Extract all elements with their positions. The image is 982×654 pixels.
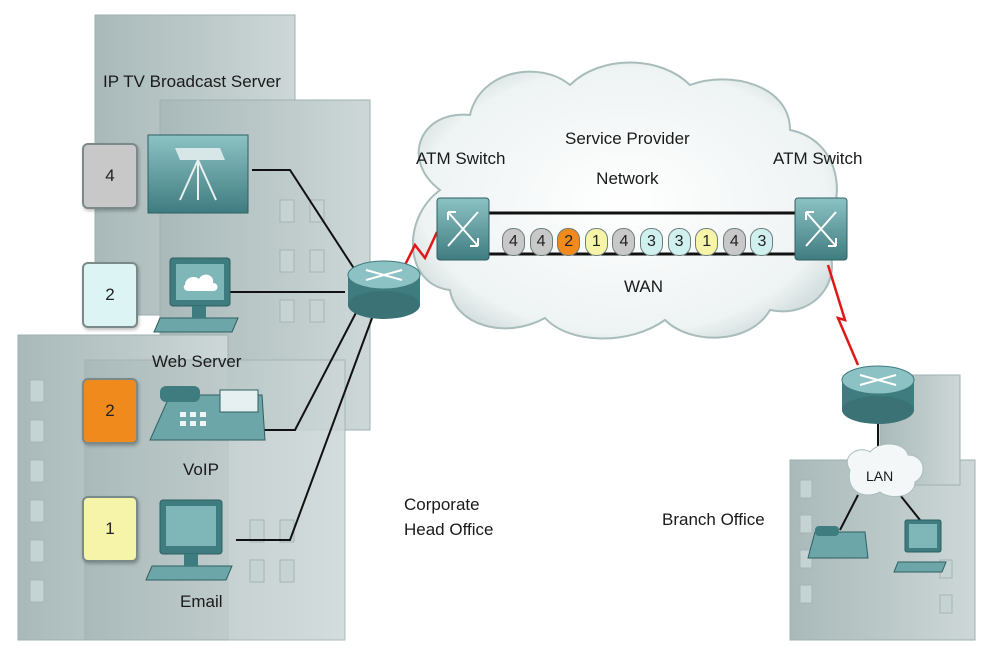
serial-link-right <box>826 264 860 366</box>
atm-switch-right-label: ATM Switch <box>773 149 863 168</box>
lan-links <box>230 169 921 541</box>
lan-label: LAN <box>866 468 894 484</box>
iptv-server-icon <box>147 134 249 214</box>
atm-switch-left-label: ATM Switch <box>416 149 506 168</box>
corporate-head-office-label: Corporate Head Office <box>404 495 494 539</box>
priority-box-iptv: 4 <box>82 143 138 209</box>
branch-office-building <box>789 374 976 641</box>
packet-cell: 1 <box>695 228 719 256</box>
web-server-icon <box>153 257 239 333</box>
branch-pc-icon <box>893 519 947 573</box>
email-label: Email <box>180 592 223 611</box>
packet-cell: 3 <box>667 228 691 256</box>
atm-switch-left-icon <box>436 197 490 261</box>
atm-switch-right-icon <box>794 197 848 261</box>
voip-label: VoIP <box>183 460 219 479</box>
email-pc-icon <box>145 499 233 581</box>
head-office-router-icon <box>347 260 421 319</box>
web-server-label: Web Server <box>152 352 242 371</box>
branch-router-icon <box>841 365 915 424</box>
packet-cell: 2 <box>557 228 581 256</box>
service-provider-network-label: Service Provider Network <box>565 129 690 188</box>
priority-box-web: 2 <box>82 262 138 328</box>
packet-cell: 4 <box>612 228 636 256</box>
priority-box-voip: 2 <box>82 378 138 444</box>
priority-box-email: 1 <box>82 496 138 562</box>
packet-cell: 4 <box>502 228 525 256</box>
branch-phone-icon <box>807 526 869 559</box>
serial-link-left <box>403 231 439 266</box>
packet-cell: 3 <box>750 228 774 256</box>
branch-office-label: Branch Office <box>662 510 765 529</box>
packet-cell: 1 <box>584 228 608 256</box>
voip-phone-icon <box>149 386 266 441</box>
wan-label: WAN <box>624 277 664 296</box>
packet-cell: 3 <box>640 228 663 256</box>
packet-cell: 4 <box>722 228 746 256</box>
lan-cloud <box>847 443 924 498</box>
packet-cell: 4 <box>529 228 553 256</box>
iptv-server-label: IP TV Broadcast Server <box>103 72 281 91</box>
